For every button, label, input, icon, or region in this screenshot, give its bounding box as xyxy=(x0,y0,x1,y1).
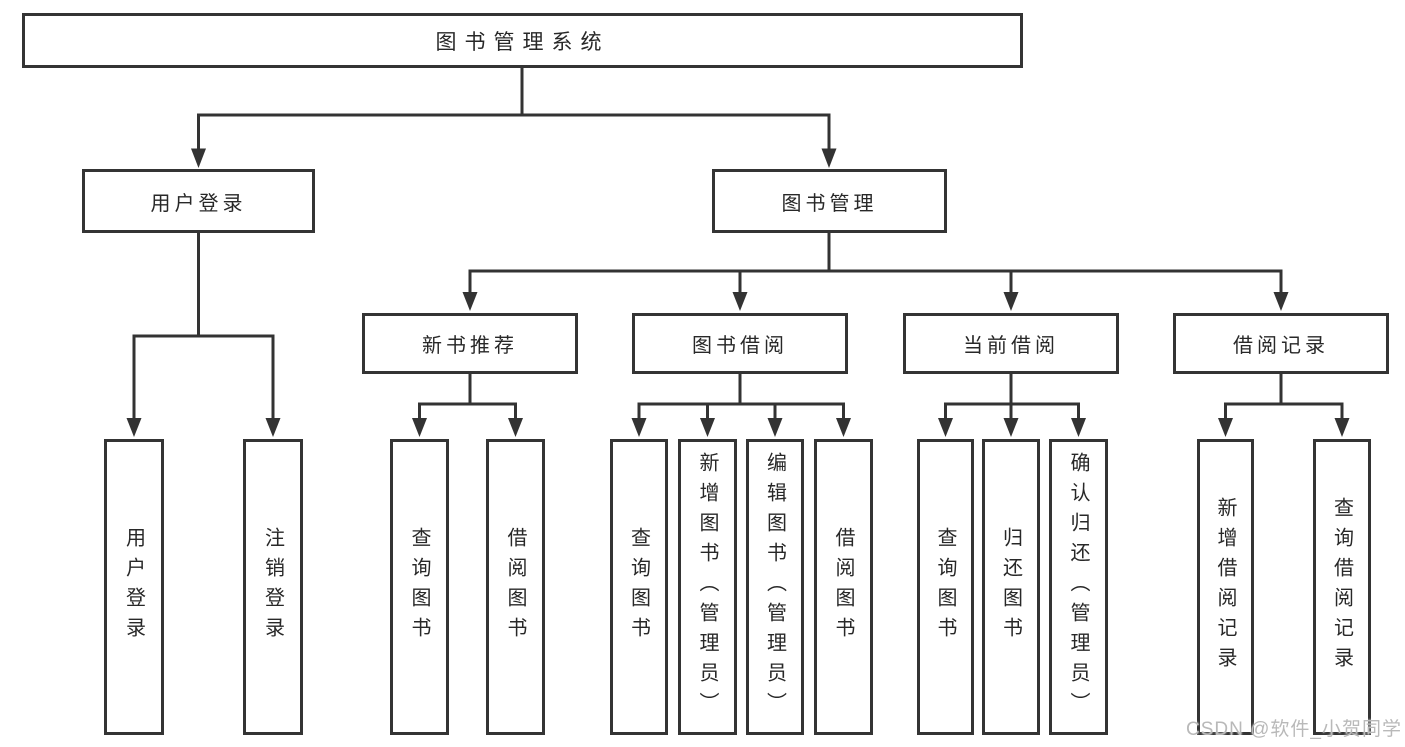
leaf-label: 新增图书（管理员） xyxy=(696,452,718,722)
node-label: 借阅记录 xyxy=(1233,335,1329,357)
leaf-query-books-recommend: 查询图书 xyxy=(390,439,449,735)
node-label: 用户登录 xyxy=(150,192,247,215)
node-borrow-records: 借阅记录 xyxy=(1173,313,1389,374)
leaf-label: 查询图书 xyxy=(934,527,956,647)
node-label: 新书推荐 xyxy=(422,335,518,357)
leaf-label: 借阅图书 xyxy=(504,527,526,647)
leaf-user-login: 用户登录 xyxy=(104,439,164,735)
node-label: 图书借阅 xyxy=(692,335,788,357)
leaf-label: 确认归还（管理员） xyxy=(1067,452,1089,722)
node-root: 图书管理系统 xyxy=(22,13,1023,68)
node-label: 图书管理 xyxy=(781,192,878,215)
leaf-logout: 注销登录 xyxy=(243,439,303,735)
leaf-label: 新增借阅记录 xyxy=(1214,497,1236,677)
node-book-borrow: 图书借阅 xyxy=(632,313,848,374)
node-user-login: 用户登录 xyxy=(82,169,315,233)
leaf-label: 注销登录 xyxy=(261,527,284,647)
node-book-management: 图书管理 xyxy=(712,169,947,233)
node-root-label: 图书管理系统 xyxy=(435,30,610,54)
leaf-label: 借阅图书 xyxy=(832,527,854,647)
leaf-label: 用户登录 xyxy=(122,527,145,647)
leaf-label: 查询图书 xyxy=(627,527,650,647)
leaf-borrow-books: 借阅图书 xyxy=(814,439,873,735)
node-label: 当前借阅 xyxy=(963,335,1059,357)
leaf-label: 查询借阅记录 xyxy=(1330,497,1353,677)
leaf-add-book-admin: 新增图书（管理员） xyxy=(678,439,737,735)
node-new-book-recommend: 新书推荐 xyxy=(362,313,578,374)
leaf-return-book: 归还图书 xyxy=(982,439,1040,735)
leaf-confirm-return-admin: 确认归还（管理员） xyxy=(1049,439,1108,735)
connector-lines xyxy=(132,66,1344,421)
leaf-query-borrow-record: 查询借阅记录 xyxy=(1313,439,1371,735)
leaf-query-books-borrow: 查询图书 xyxy=(610,439,668,735)
leaf-add-borrow-record: 新增借阅记录 xyxy=(1197,439,1254,735)
leaf-label: 查询图书 xyxy=(408,527,430,647)
arrowhead-icons xyxy=(126,148,1350,437)
leaf-borrow-books-recommend: 借阅图书 xyxy=(486,439,545,735)
leaf-edit-book-admin: 编辑图书（管理员） xyxy=(746,439,804,735)
node-current-borrow: 当前借阅 xyxy=(903,313,1119,374)
leaf-label: 编辑图书（管理员） xyxy=(763,452,786,722)
leaf-query-books-current: 查询图书 xyxy=(917,439,974,735)
csdn-watermark: CSDN @软件_小贺同学 xyxy=(1186,719,1402,740)
leaf-label: 归还图书 xyxy=(999,527,1022,647)
